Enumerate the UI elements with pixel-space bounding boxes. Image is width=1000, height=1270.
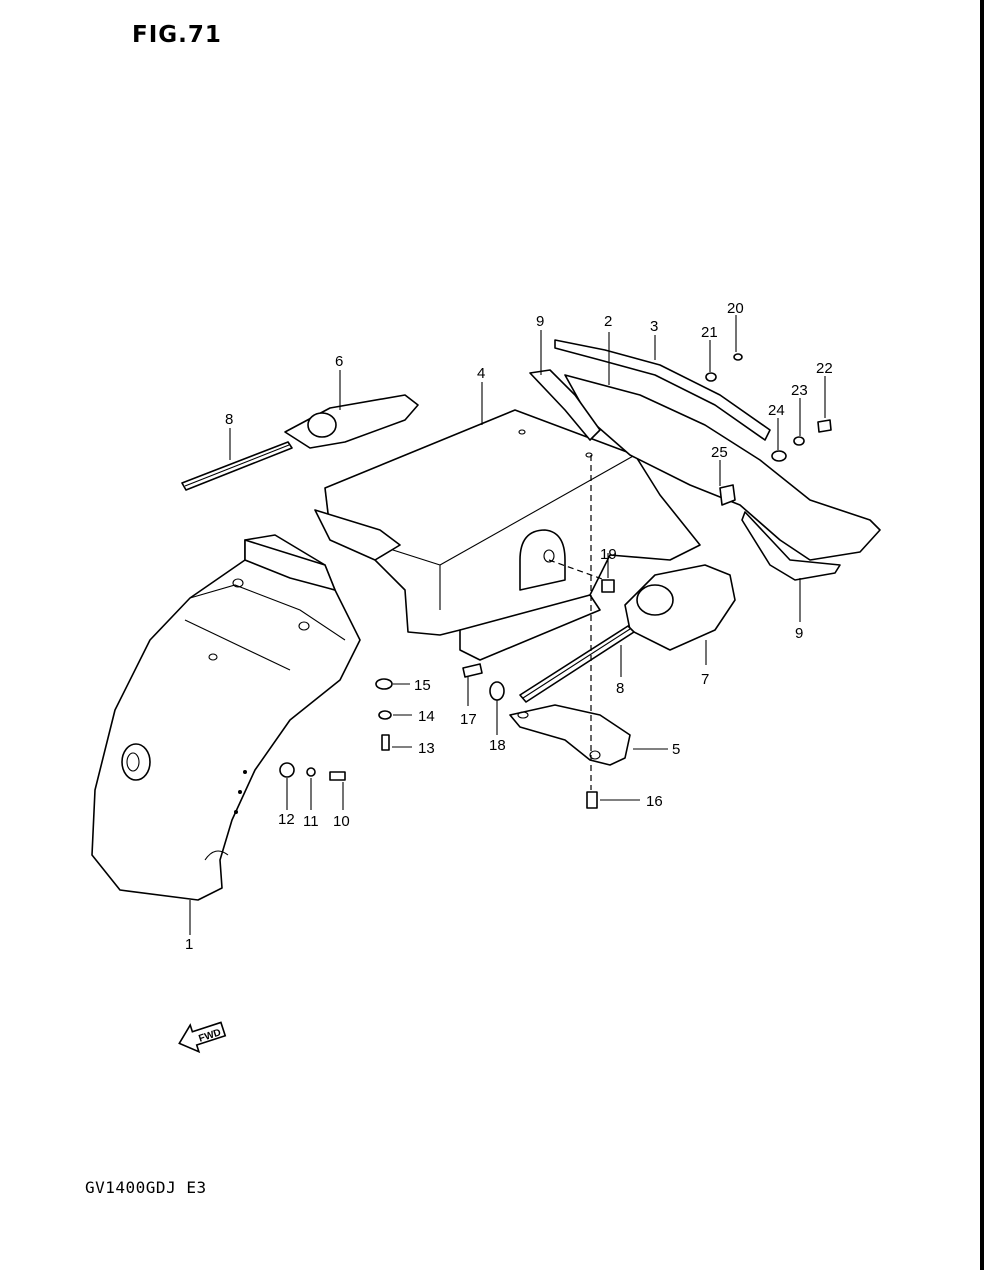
callout-8-left: 8	[225, 411, 233, 428]
storage-tray	[314, 409, 701, 661]
callout-8-right: 8	[616, 680, 624, 697]
callout-25: 25	[711, 444, 728, 461]
callout-24: 24	[768, 402, 785, 419]
callout-11: 11	[303, 813, 319, 830]
callout-numbers: 1 2 3 4 5 6 7 8 8 9 9 10 11 12 13 14 15 …	[185, 300, 833, 953]
cover-7	[624, 564, 736, 651]
callout-20: 20	[727, 300, 744, 317]
callout-4: 4	[477, 365, 485, 382]
strip-8-left	[181, 441, 293, 491]
callout-23: 23	[791, 382, 808, 399]
callout-1: 1	[185, 936, 193, 953]
callout-14: 14	[418, 708, 435, 725]
callout-13: 13	[418, 740, 435, 757]
callout-6: 6	[335, 353, 343, 370]
page-border-right	[980, 0, 984, 1270]
figure-title: FIG.71	[132, 22, 222, 48]
callout-15: 15	[414, 677, 431, 694]
callout-22: 22	[816, 360, 833, 377]
callout-19: 19	[600, 546, 617, 563]
leader-lines	[189, 315, 826, 935]
fwd-arrow-icon: FWD	[178, 1021, 227, 1054]
callout-12: 12	[278, 811, 295, 828]
callout-3: 3	[650, 318, 658, 335]
rear-fender	[91, 534, 361, 901]
callout-16: 16	[646, 793, 663, 810]
fasteners	[279, 353, 832, 809]
callout-5: 5	[672, 741, 680, 758]
license-bracket	[529, 339, 881, 581]
callout-18: 18	[489, 737, 506, 754]
bracket-5	[509, 704, 631, 766]
callout-9-top: 9	[536, 313, 544, 330]
model-code: GV1400GDJ E3	[85, 1178, 207, 1197]
strip-8-right	[519, 625, 635, 703]
callout-10: 10	[333, 813, 350, 830]
callout-9-bottom: 9	[795, 625, 803, 642]
callout-21: 21	[701, 324, 718, 341]
cover-6	[284, 394, 419, 449]
callout-7: 7	[701, 671, 709, 688]
callout-17: 17	[460, 711, 477, 728]
callout-2: 2	[604, 313, 612, 330]
